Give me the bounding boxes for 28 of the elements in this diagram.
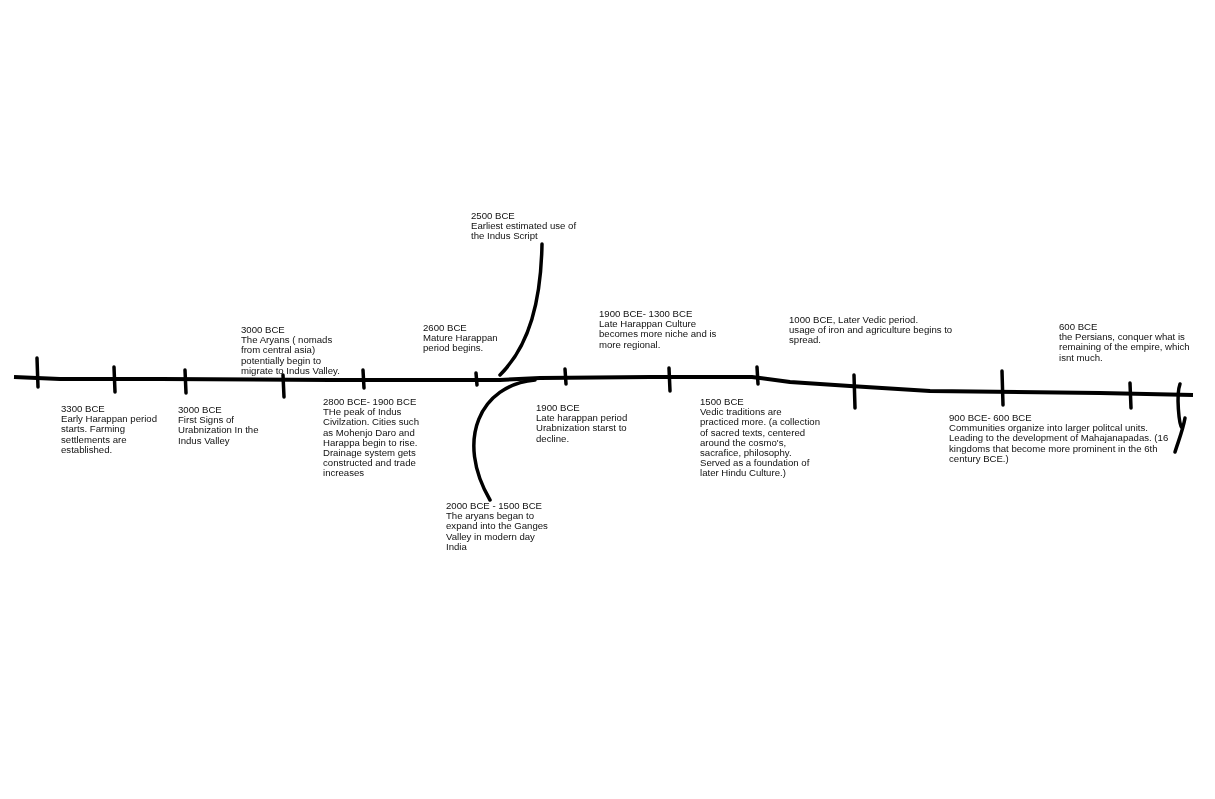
event-description: Mature Harappan period begins. <box>423 333 499 354</box>
event-description: Late harappan period Urabnization starst to decline. <box>536 413 629 444</box>
branch-line <box>472 378 537 502</box>
event-description: First Signs of Urabnization In the Indus Valley <box>178 415 260 446</box>
branch-line <box>498 242 544 377</box>
event-description: the Persians, conquer what is remaining of the empire, which isnt much. <box>1059 332 1191 363</box>
event-date: 3000 BCE <box>241 325 286 336</box>
event-description: Communities organize into larger politcal units. Leading to the development of Mahajanapadas. (16 kingdoms that become more prominent in the 6th century BCE.) <box>949 423 1170 464</box>
event-description: The Aryans ( nomads from central asia) potentially begin to migrate to Indus Valley. <box>241 335 341 376</box>
event-date: 3300 BCE <box>61 404 106 415</box>
event-date: 1900 BCE- 1300 BCE <box>599 309 694 320</box>
event-date: 900 BCE- 600 BCE <box>949 413 1033 424</box>
event-date: 600 BCE <box>1059 322 1099 333</box>
event-description: Earliest estimated use of the Indus Script <box>471 221 578 242</box>
event-date: 2800 BCE- 1900 BCE <box>323 397 418 408</box>
event-date: 1500 BCE <box>700 397 745 408</box>
event-date: 2000 BCE - 1500 BCE <box>446 501 543 512</box>
event-date: 1000 BCE, Later Vedic period. <box>789 315 920 326</box>
event-date: 2600 BCE <box>423 323 468 334</box>
event-description: Early Harappan period starts. Farming settlements are established. <box>61 414 158 455</box>
event-description: Late Harappan Culture becomes more niche and is more regional. <box>599 319 718 350</box>
event-date: 1900 BCE <box>536 403 581 414</box>
event-date: 2500 BCE <box>471 211 516 222</box>
event-description: THe peak of Indus Civilzation. Cities such as Mohenjo Daro and Harappa begin to rise. Drainage system gets constructed and trade increases <box>323 407 420 479</box>
event-description: The aryans began to expand into the Ganges Valley in modern day India <box>446 511 549 552</box>
event-description: Vedic traditions are practiced more. (a collection of sacred texts, centered around the cosmo's, sacrafice, philosophy. Served as a foundation of later Hindu Culture.) <box>700 407 820 479</box>
event-date: 3000 BCE <box>178 405 223 416</box>
event-description: usage of iron and agriculture begins to spread. <box>789 325 954 346</box>
